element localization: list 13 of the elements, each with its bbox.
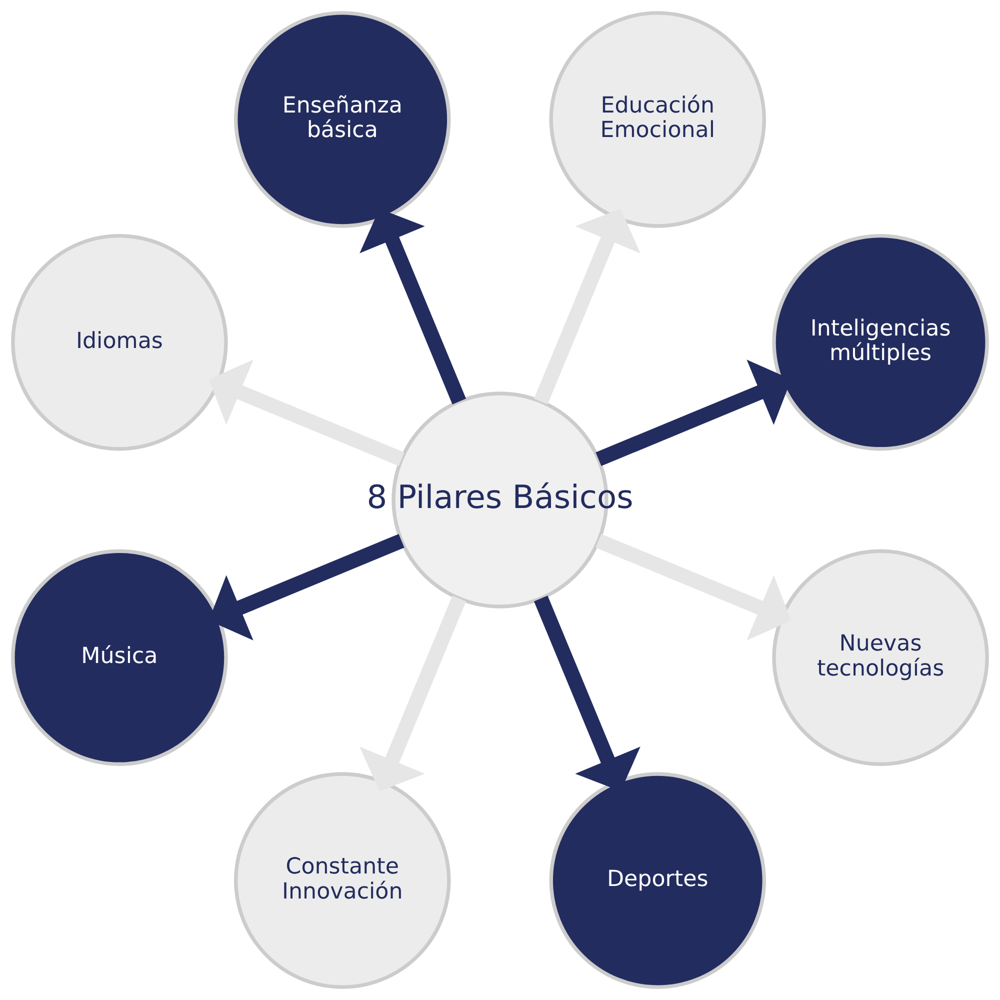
node-circle: Constante Innovación — [234, 772, 451, 989]
node-label: 8 Pilares Básicos — [366, 478, 634, 516]
node-circle: Enseñanza básica — [234, 11, 451, 228]
node-circle: Música — [11, 549, 228, 766]
arrow — [534, 208, 640, 404]
node-circle: Nuevas tecnologías — [772, 549, 989, 766]
arrow — [208, 360, 404, 466]
node-circle: Inteligencias múltiples — [772, 234, 989, 451]
arrow — [360, 596, 466, 792]
node-circle: Idiomas — [11, 234, 228, 451]
arrow — [596, 534, 792, 640]
node-circle: Deportes — [549, 772, 766, 989]
node-circle: Educación Emocional — [549, 11, 766, 228]
